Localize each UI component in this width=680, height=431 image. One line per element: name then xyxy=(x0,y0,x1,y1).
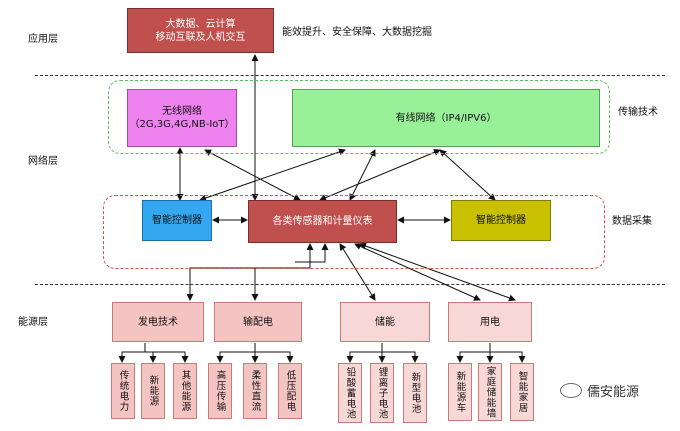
item-traditional-power: 传统电力 xyxy=(111,363,135,419)
category-storage: 储能 xyxy=(340,302,430,342)
smart-controller-right: 智能控制器 xyxy=(451,200,551,241)
item-high-voltage: 高压传输 xyxy=(208,363,232,419)
category-storage-label: 储能 xyxy=(375,316,395,328)
wechat-icon xyxy=(560,383,582,398)
category-generation-label: 发电技术 xyxy=(138,316,178,328)
item-new-energy-vehicle: 新能源车 xyxy=(448,363,472,421)
layer-label-energy: 能源层 xyxy=(18,317,48,328)
category-transmission-distribution: 输配电 xyxy=(214,302,302,342)
item-lithium-ion: 锂离子电池 xyxy=(370,363,394,423)
category-consumption: 用电 xyxy=(448,302,532,342)
item-smart-home: 智能家居 xyxy=(510,363,534,421)
application-box: 大数据、云计算 移动互联及人机交互 xyxy=(127,8,274,53)
item-new-battery: 新型电池 xyxy=(403,363,427,423)
data-collection-region xyxy=(103,195,605,269)
wireless-network-title: 无线网络 xyxy=(162,106,202,117)
application-box-line2: 移动互联及人机交互 xyxy=(155,31,246,43)
application-box-line1: 大数据、云计算 xyxy=(165,18,236,30)
sensors-meters-label: 各类传感器和计量仪表 xyxy=(272,216,373,227)
item-low-voltage: 低压配电 xyxy=(278,363,302,419)
layer-label-application: 应用层 xyxy=(28,34,58,45)
transmission-label: 传输技术 xyxy=(618,107,658,118)
transmission-region xyxy=(108,80,610,154)
item-flexible-dc: 柔性直流 xyxy=(243,363,267,419)
smart-controller-left: 智能控制器 xyxy=(142,200,212,241)
application-note: 能效提升、安全保障、大数据挖掘 xyxy=(282,27,432,38)
sensors-meters-box: 各类传感器和计量仪表 xyxy=(248,200,397,243)
category-transmission-distribution-label: 输配电 xyxy=(243,316,273,328)
item-home-storage-wall: 家庭储能墙 xyxy=(478,363,502,421)
item-other-energy: 其他能源 xyxy=(173,363,197,419)
divider-application-network xyxy=(35,75,665,76)
item-lead-acid: 铅酸蓄电池 xyxy=(338,363,362,423)
watermark: 儒安能源 xyxy=(560,381,639,400)
smart-controller-left-label: 智能控制器 xyxy=(152,215,202,226)
smart-controller-right-label: 智能控制器 xyxy=(476,215,526,226)
wired-network-label: 有线网络（IP4/IPV6） xyxy=(395,112,497,124)
wired-network-box: 有线网络（IP4/IPV6） xyxy=(292,89,600,147)
wireless-network-standards: （2G,3G,4G,NB-IoT） xyxy=(129,119,235,130)
watermark-text: 儒安能源 xyxy=(587,385,640,400)
divider-network-energy xyxy=(35,284,665,285)
wireless-network-box: 无线网络 （2G,3G,4G,NB-IoT） xyxy=(127,89,237,147)
category-generation: 发电技术 xyxy=(112,302,204,342)
data-collection-label: 数据采集 xyxy=(612,216,652,227)
item-new-energy: 新能源 xyxy=(141,363,165,419)
layer-label-network: 网络层 xyxy=(28,156,58,167)
category-consumption-label: 用电 xyxy=(480,316,500,328)
